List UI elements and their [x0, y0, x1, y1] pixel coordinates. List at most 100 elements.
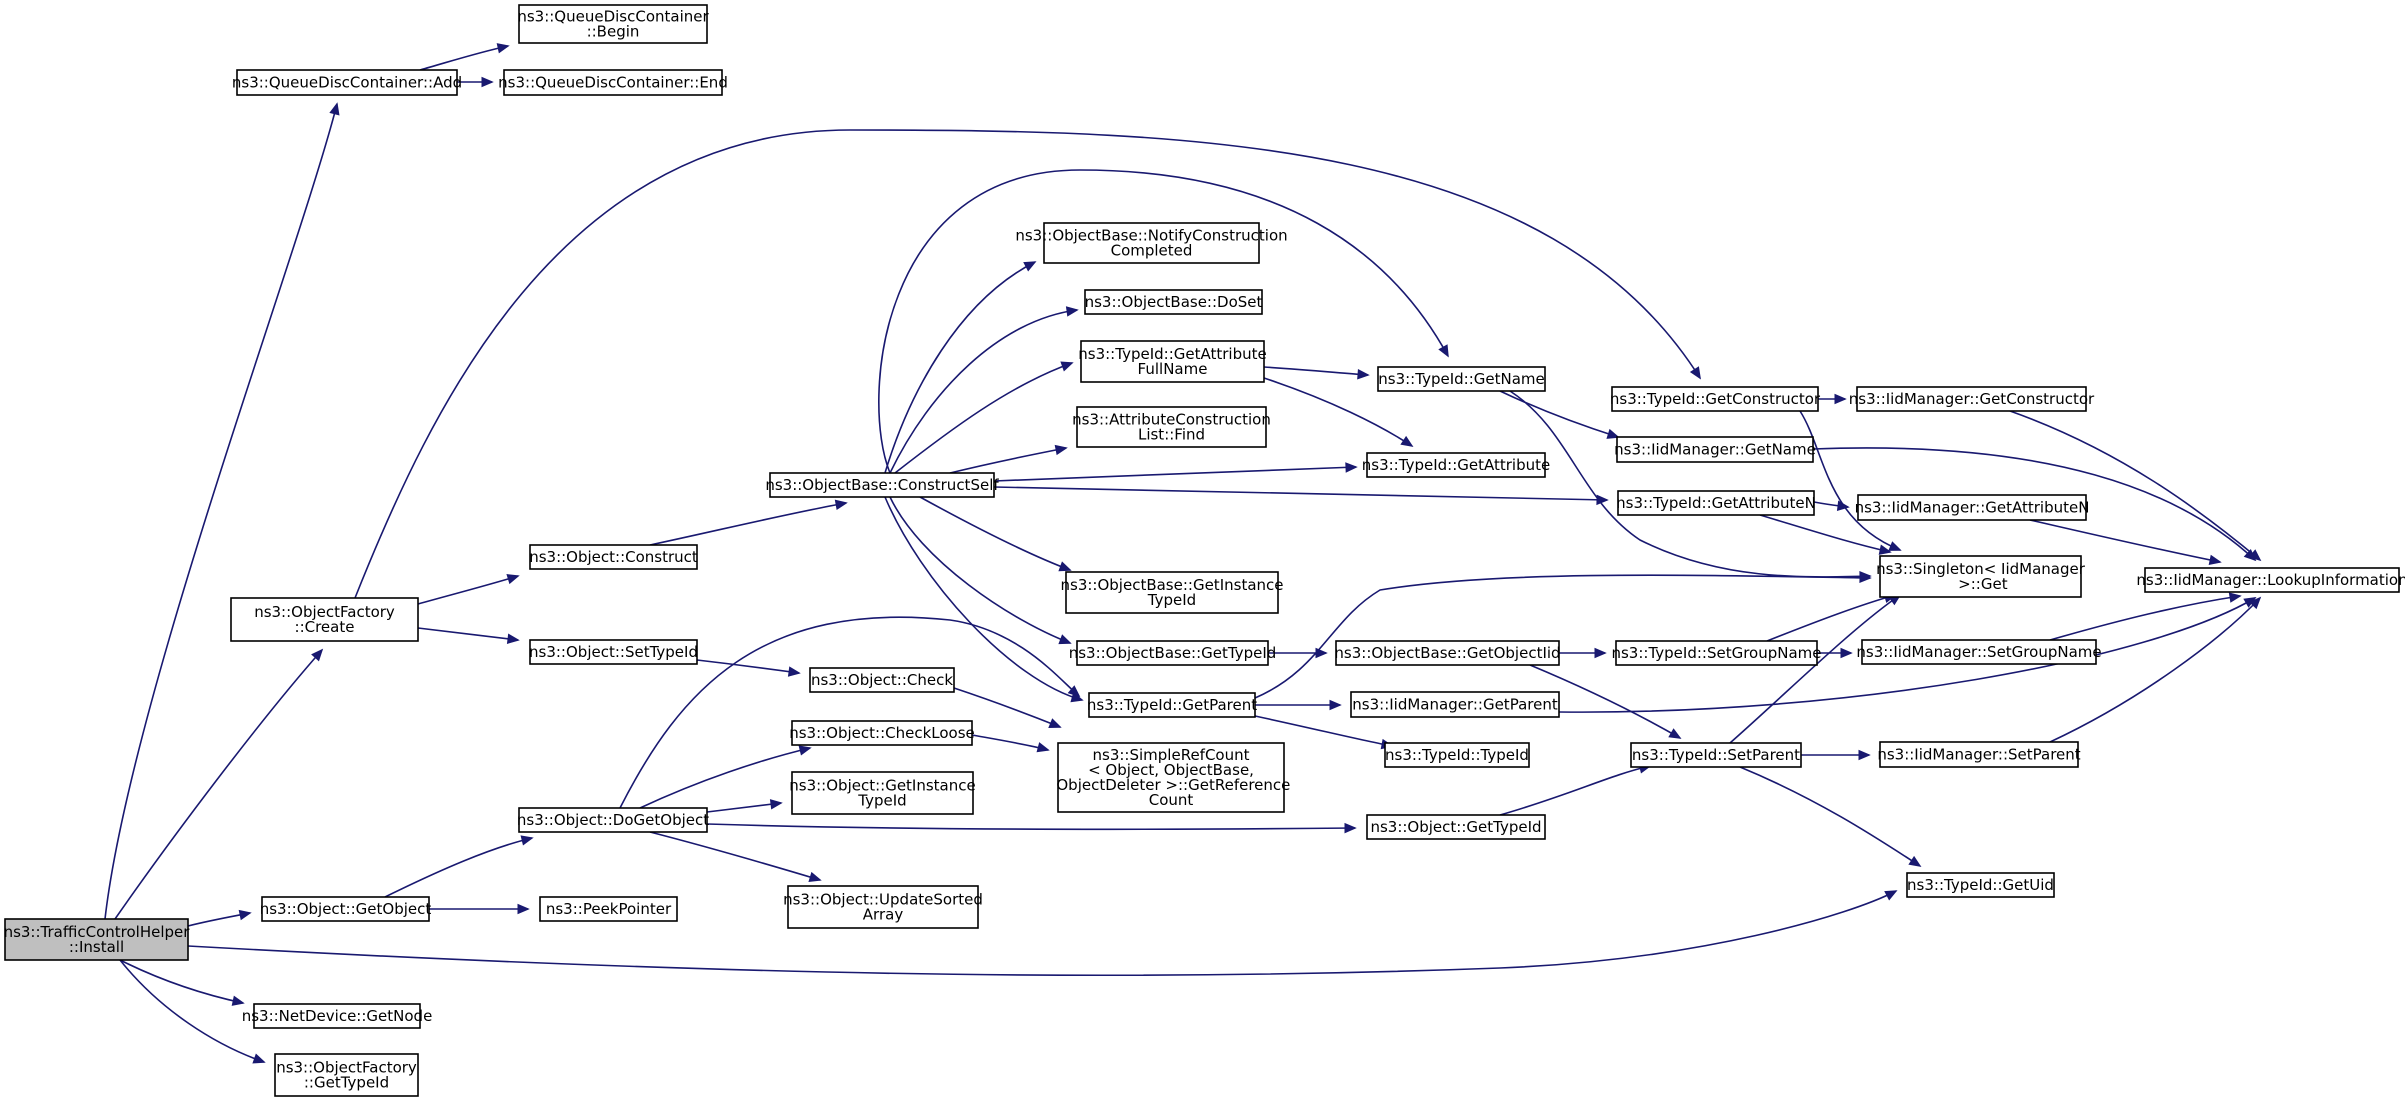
node-of-gettypeid[interactable]: ns3::ObjectFactory::GetTypeId	[274, 1053, 419, 1097]
node-obj-check[interactable]: ns3::Object::Check	[809, 667, 955, 693]
node-label: ns3::SimpleRefCount< Object, ObjectBase,…	[1052, 746, 1291, 809]
edge-arrowhead	[1070, 692, 1084, 703]
edge-tid_getparent-to-iid_getparent	[1255, 699, 1342, 711]
edge-ob_constructself-to-ob_notify	[884, 261, 1037, 474]
node-qdc-end[interactable]: ns3::QueueDiscContainer::End	[498, 69, 728, 96]
node-obj-getobject[interactable]: ns3::Object::GetObject	[260, 896, 432, 922]
node-label-line: ns3::ObjectBase::GetTypeId	[1069, 644, 1277, 662]
edge-obj_getobject-to-peekpointer	[429, 903, 530, 915]
node-tid-getparent[interactable]: ns3::TypeId::GetParent	[1087, 692, 1257, 718]
node-label-line: >::Get	[1953, 575, 2007, 593]
node-label: ns3::TypeId::GetParent	[1087, 696, 1257, 714]
node-of-create[interactable]: ns3::ObjectFactory::Create	[230, 597, 419, 642]
node-iid-getparent[interactable]: ns3::IidManager::GetParent	[1350, 691, 1560, 718]
node-iid-getname[interactable]: ns3::IidManager::GetName	[1614, 436, 1816, 463]
edge-arrowhead	[1908, 855, 1922, 867]
node-tid-setparent[interactable]: ns3::TypeId::SetParent	[1630, 742, 1802, 768]
node-qdc-begin[interactable]: ns3::QueueDiscContainer::Begin	[517, 4, 709, 44]
edge-arrowhead	[1836, 500, 1850, 511]
node-label-line: ns3::TypeId::GetName	[1378, 370, 1544, 388]
node-iid-getattributen[interactable]: ns3::IidManager::GetAttributeN	[1855, 494, 2090, 521]
node-srefcount[interactable]: ns3::SimpleRefCount< Object, ObjectBase,…	[1052, 742, 1291, 813]
node-box	[791, 771, 974, 815]
node-iid-setparent[interactable]: ns3::IidManager::SetParent	[1877, 741, 2081, 768]
edge-obj_gettypeid-to-tid_setparent	[1499, 763, 1652, 816]
node-label-line: ns3::ObjectFactory	[276, 1059, 417, 1077]
node-qdc-add[interactable]: ns3::QueueDiscContainer::Add	[232, 69, 462, 96]
node-label: ns3::QueueDiscContainer::Begin	[517, 8, 709, 41]
node-label: ns3::IidManager::GetAttributeN	[1855, 499, 2090, 517]
node-box	[1879, 555, 2082, 598]
edge-line	[619, 616, 1080, 809]
node-label-line: ns3::Object::GetInstance	[789, 777, 975, 795]
node-box	[1856, 386, 2087, 412]
node-obj-settypeid[interactable]: ns3::Object::SetTypeId	[529, 639, 698, 665]
node-obj-checkloose[interactable]: ns3::Object::CheckLoose	[789, 720, 975, 746]
node-label-line: ns3::TypeId::GetUid	[1907, 876, 2054, 894]
edge-obj_dogetobject-to-obj_gettypeid	[706, 822, 1357, 834]
edge-line	[1759, 514, 1891, 553]
node-box	[1088, 692, 1256, 718]
node-label: ns3::NetDevice::GetNode	[242, 1007, 433, 1025]
node-box	[236, 69, 458, 96]
node-singleton-get[interactable]: ns3::Singleton< IidManager >::Get	[1876, 555, 2086, 598]
node-label: ns3::ObjectBase::GetObjectIid	[1334, 644, 1560, 662]
node-label: ns3::Object::GetObject	[260, 900, 432, 918]
edge-arrowhead	[496, 43, 510, 54]
edge-iid_getattributen-to-iid_lookup	[2029, 519, 2222, 566]
edge-ob_constructself-to-tid_getname	[878, 169, 1449, 474]
node-tid-getattribute[interactable]: ns3::TypeId::GetAttribute	[1362, 452, 1550, 478]
node-ob-doset[interactable]: ns3::ObjectBase::DoSet	[1084, 289, 1263, 315]
node-tid-setgroupname[interactable]: ns3::TypeId::SetGroupName	[1611, 640, 1822, 666]
node-iid-getconstructor[interactable]: ns3::IidManager::GetConstructor	[1849, 386, 2095, 412]
node-label: ns3::ObjectFactory::GetTypeId	[276, 1059, 417, 1092]
node-label: ns3::Object::CheckLoose	[789, 724, 975, 742]
edge-line	[884, 261, 1036, 474]
edge-arrowhead	[329, 102, 340, 116]
node-nd-getnode[interactable]: ns3::NetDevice::GetNode	[242, 1003, 433, 1029]
node-box	[230, 597, 419, 642]
node-ob-getobjectiid[interactable]: ns3::ObjectBase::GetObjectIid	[1334, 640, 1561, 666]
node-label-line: ns3::QueueDiscContainer::Add	[232, 74, 462, 92]
node-obj-dogetobject[interactable]: ns3::Object::DoGetObject	[517, 807, 709, 833]
node-tid-getuid[interactable]: ns3::TypeId::GetUid	[1906, 872, 2055, 898]
edge-arrowhead	[1840, 647, 1853, 659]
node-tid-getconstructor[interactable]: ns3::TypeId::GetConstructor	[1610, 386, 1821, 412]
edge-line	[706, 823, 1356, 830]
node-peekpointer[interactable]: ns3::PeekPointer	[539, 896, 678, 922]
edge-arrowhead	[506, 633, 520, 644]
edge-line	[993, 466, 1357, 482]
node-iid-setgroupname[interactable]: ns3::IidManager::SetGroupName	[1856, 639, 2102, 665]
node-tid-getattributen[interactable]: ns3::TypeId::GetAttributeN	[1616, 490, 1816, 516]
node-iid-lookup[interactable]: ns3::IidManager::LookupInformation	[2136, 567, 2405, 593]
edge-arrowhead	[1888, 541, 1902, 551]
node-obj-gettypeid[interactable]: ns3::Object::GetTypeId	[1366, 814, 1546, 840]
node-label-line: ns3::ObjectBase::GetInstance	[1061, 576, 1284, 594]
node-label-line: ns3::TypeId::TypeId	[1385, 746, 1529, 764]
edge-line	[1812, 447, 2256, 561]
edge-line	[2049, 595, 2241, 641]
node-obj-construct[interactable]: ns3::Object::Construct	[529, 544, 698, 570]
node-label-line: ns3::Object::UpdateSorted	[783, 891, 983, 909]
edge-line	[104, 103, 338, 920]
node-install[interactable]: ns3::TrafficControlHelper::Install	[4, 918, 191, 961]
edge-line	[1254, 715, 1393, 747]
edge-arrowhead	[769, 799, 783, 810]
node-label: ns3::Object::DoGetObject	[517, 811, 709, 829]
node-label-line: < Object, ObjectBase,	[1088, 761, 1254, 779]
node-label: ns3::TypeId::SetGroupName	[1611, 644, 1821, 662]
node-tid-typeid[interactable]: ns3::TypeId::TypeId	[1384, 742, 1530, 768]
node-ob-constructself[interactable]: ns3::ObjectBase::ConstructSelf	[765, 472, 999, 498]
node-ob-gettypeid[interactable]: ns3::ObjectBase::GetTypeId	[1069, 640, 1277, 666]
node-label-line: ns3::IidManager::LookupInformation	[2136, 571, 2405, 589]
node-label-line: ns3::Object::CheckLoose	[789, 724, 975, 742]
edge-arrowhead	[1048, 718, 1062, 729]
node-tid-getname[interactable]: ns3::TypeId::GetName	[1377, 366, 1546, 392]
